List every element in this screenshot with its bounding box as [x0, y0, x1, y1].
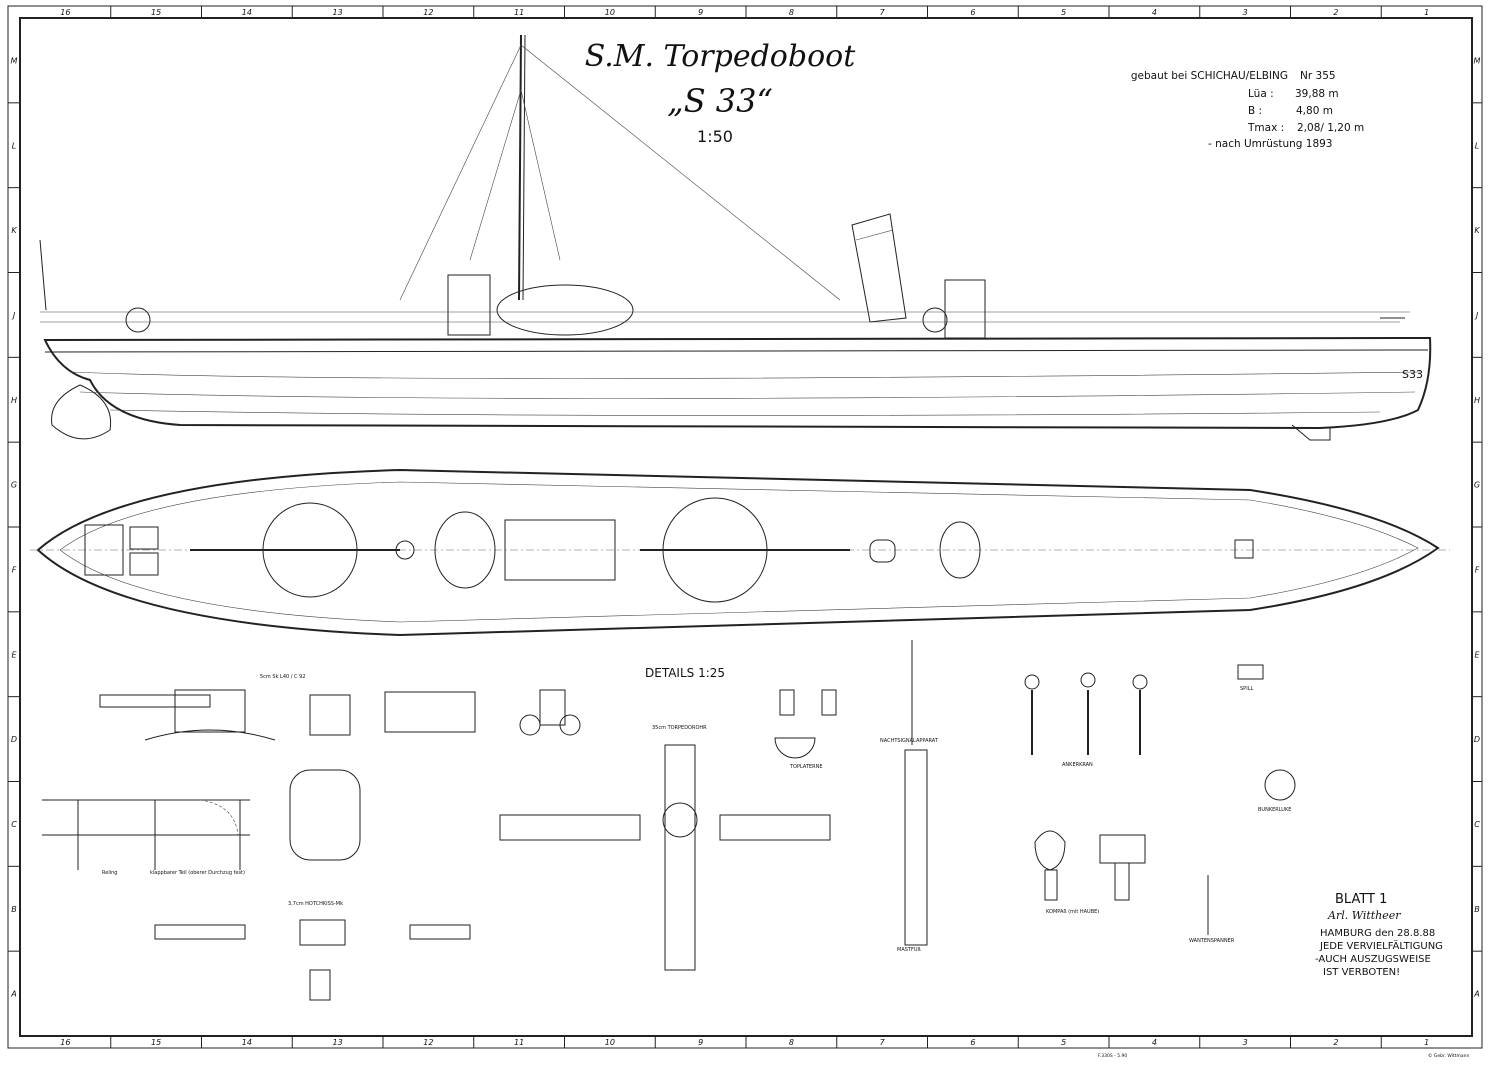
grid-row-label: K [1474, 226, 1480, 235]
grid-row-label: L [1475, 141, 1479, 150]
grid-column-label: 5 [1061, 8, 1066, 17]
grid-row-label: D [11, 735, 17, 744]
label-night-signal: NACHTSIGNALAPPARAT [880, 738, 939, 744]
grid-column-label: 16 [60, 8, 70, 17]
label-mast-foot: MASTFUß [897, 947, 921, 953]
title-line2: „S 33“ [667, 82, 773, 120]
grid-column-label: 10 [605, 8, 615, 17]
grid-column-label: 6 [970, 1038, 975, 1047]
spec-draft-label: Tmax : [1247, 122, 1284, 134]
hull-marking: S33 [1402, 368, 1423, 381]
title-line1: S.M. Torpedoboot [585, 39, 856, 74]
grid-row-label: A [1473, 990, 1479, 999]
grid-row-label: B [11, 905, 17, 914]
side-elevation: S33 [39, 34, 1432, 441]
title-block: S.M. Torpedoboot „S 33“ 1:50 [585, 39, 856, 146]
grid-column-label: 12 [423, 8, 433, 17]
grid-column-label: 15 [151, 8, 161, 17]
grid-column-label: 14 [242, 1038, 252, 1047]
spec-refit: - nach Umrüstung 1893 [1208, 138, 1333, 150]
grid-row-label: K [11, 226, 17, 235]
grid-row-label: G [11, 481, 17, 490]
grid-column-label: 6 [970, 8, 975, 17]
grid-column-label: 2 [1333, 8, 1338, 17]
grid-column-label: 8 [789, 8, 794, 17]
grid-column-label: 11 [514, 8, 524, 17]
grid-row-label: H [11, 396, 17, 405]
grid-row-label: J [1474, 311, 1479, 320]
grid-column-label: 8 [789, 1038, 794, 1047]
grid-column-label: 12 [423, 1038, 433, 1047]
label-bunker-hatch: BUNKERLUKE [1258, 807, 1291, 813]
grid-row-label: E [1474, 650, 1480, 659]
grid-column-label: 7 [880, 1038, 886, 1047]
grid-row-label: F [1475, 565, 1480, 574]
signature: Arl. Wittheer [1327, 909, 1401, 922]
grid-column-label: 1 [1424, 8, 1429, 17]
label-torpedo-tube: 35cm TORPEDOROHR [652, 725, 707, 731]
label-railing-folding: klappbarer Teil (oberer Durchzug fest) [150, 870, 245, 876]
label-top-lantern: TOPLATERNE [789, 764, 823, 770]
title-scale: 1:50 [697, 127, 733, 146]
label-gun-5cm: 5cm Sk L40 / C 92 [260, 674, 306, 680]
place-date: HAMBURG den 28.8.88 [1320, 928, 1435, 939]
sheet-number: BLATT 1 [1335, 892, 1387, 907]
grid-row-label: L [12, 141, 16, 150]
spec-draft-value: 2,08/ 1,20 m [1297, 122, 1364, 134]
spec-beam-value: 4,80 m [1296, 105, 1333, 117]
grid-column-label: 4 [1152, 1038, 1157, 1047]
grid-column-label: 2 [1333, 1038, 1338, 1047]
grid-row-label: C [1474, 820, 1480, 829]
copyright: © Gebr. Wittmann [1428, 1052, 1469, 1059]
grid-column-label: 3 [1243, 1038, 1248, 1047]
grid-column-label: 9 [698, 8, 703, 17]
label-compass: KOMPAß (mit HAUBE) [1046, 909, 1099, 915]
grid-column-label: 13 [333, 1038, 343, 1047]
grid-column-label: 15 [151, 1038, 161, 1047]
details-heading: DETAILS 1:25 [645, 666, 725, 680]
grid-row-label: B [1474, 905, 1480, 914]
spec-number: Nr 355 [1300, 70, 1336, 82]
grid-row-label: D [1474, 735, 1480, 744]
grid-column-label: 7 [880, 8, 886, 17]
specs-block: gebaut bei SCHICHAU/ELBING Nr 355 Lüa : … [1131, 70, 1364, 150]
copy-notice-2: -AUCH AUSZUGSWEISE [1315, 954, 1431, 965]
grid-row-label: J [11, 311, 16, 320]
grid-column-label: 11 [514, 1038, 524, 1047]
grid-column-label: 14 [242, 8, 252, 17]
grid-row-label: E [11, 650, 17, 659]
grid-column-label: 16 [60, 1038, 70, 1047]
grid-column-label: 9 [698, 1038, 703, 1047]
grid-row-label: M [11, 56, 18, 65]
sheet-footer: BLATT 1 Arl. Wittheer HAMBURG den 28.8.8… [1098, 892, 1469, 1059]
grid-column-label: 4 [1152, 8, 1157, 17]
grid-column-label: 3 [1243, 8, 1248, 17]
spec-length-label: Lüa : [1248, 88, 1274, 100]
spec-beam-label: B : [1248, 105, 1262, 117]
spec-builder: gebaut bei SCHICHAU/ELBING [1131, 70, 1288, 82]
spec-length-value: 39,88 m [1295, 88, 1339, 100]
grid-column-label: 13 [333, 8, 343, 17]
grid-row-label: F [12, 565, 17, 574]
details-section: DETAILS 1:25 5cm Sk L40 / C 92 35cm TORP… [42, 640, 1296, 1001]
drawing-frame: 1616151514141313121211111010998877665544… [7, 5, 1483, 1049]
grid-row-label: G [1474, 481, 1480, 490]
drawing-number: F.330S - 5.90 [1098, 1053, 1127, 1059]
grid-row-label: C [11, 820, 17, 829]
grid-column-label: 10 [605, 1038, 615, 1047]
deck-plan-view [30, 468, 1450, 637]
label-turnbuckle: WANTENSPANNER [1189, 938, 1235, 944]
label-capstan: SPILL [1240, 686, 1253, 692]
label-gun-37mm: 3,7cm HOTCHKISS-Mk [288, 901, 343, 907]
copy-notice-3: IST VERBOTEN! [1323, 967, 1400, 978]
grid-row-label: H [1474, 396, 1480, 405]
grid-row-label: M [1474, 56, 1481, 65]
grid-column-label: 5 [1061, 1038, 1066, 1047]
grid-row-label: A [10, 990, 16, 999]
copy-notice-1: JEDE VERVIELFÄLTIGUNG [1319, 939, 1443, 952]
label-railing: Reling [102, 870, 117, 876]
grid-column-label: 1 [1424, 1038, 1429, 1047]
label-anchor-crane: ANKERKRAN [1062, 762, 1093, 768]
